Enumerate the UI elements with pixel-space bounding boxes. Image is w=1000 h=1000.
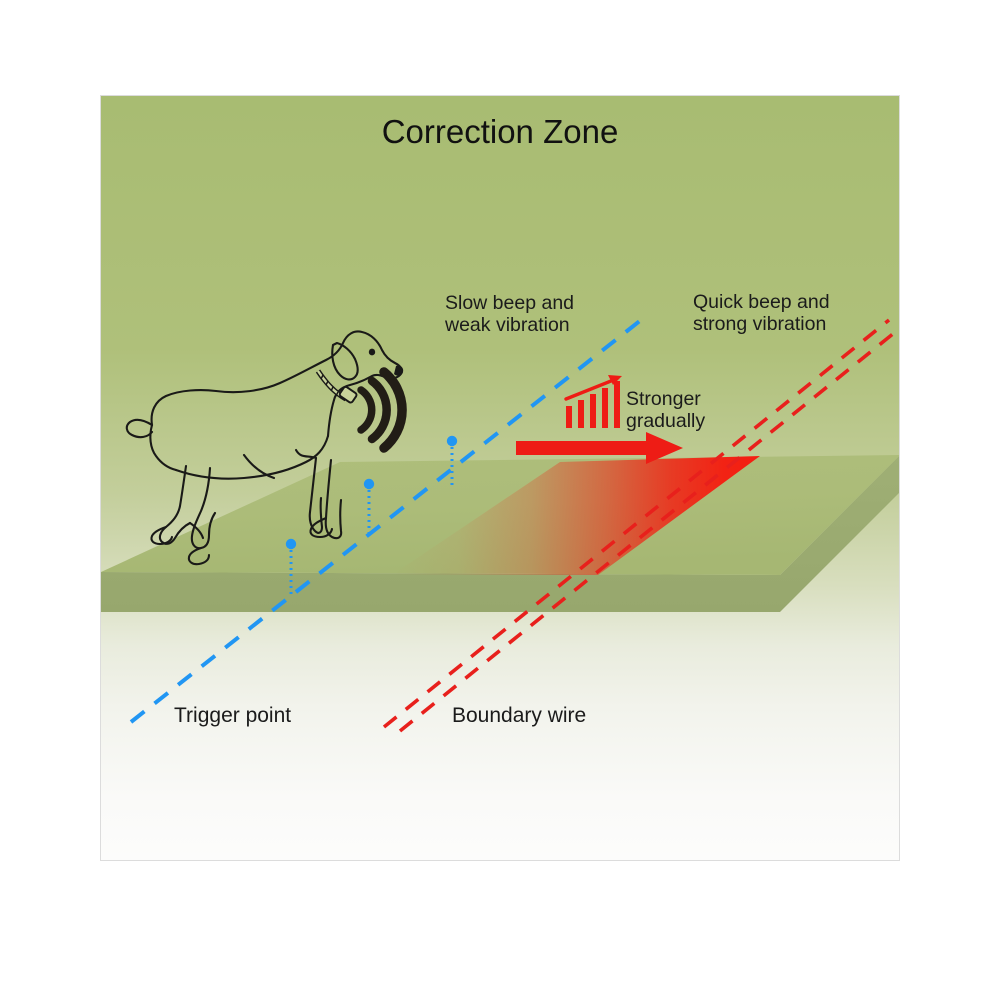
- label-quick-beep-line1: Quick beep and: [693, 291, 830, 313]
- correction-zone-area: [392, 456, 760, 575]
- dog-collar-icon: [315, 369, 358, 404]
- label-slow-beep-line2: weak vibration: [444, 314, 570, 336]
- boundary-wire-lines: [382, 318, 899, 733]
- trigger-point-markers: [285, 435, 458, 596]
- dog-eye: [368, 348, 376, 356]
- label-trigger-point: Trigger point: [174, 704, 291, 727]
- ground-slab-side: [101, 456, 899, 612]
- label-slow-beep-line1: Slow beep and: [445, 292, 574, 314]
- label-boundary-wire: Boundary wire: [452, 704, 586, 727]
- boundary-wire-line: [398, 327, 899, 733]
- signal-waves-icon: [357, 367, 407, 453]
- trigger-marker: [363, 478, 375, 536]
- diagram-frame: [100, 95, 900, 861]
- diagram-title: Correction Zone: [382, 113, 619, 150]
- bar-chart-trend-arrow-icon: [564, 375, 622, 401]
- trigger-marker: [446, 435, 458, 489]
- dog-nose: [394, 365, 404, 376]
- right-arrow-icon: [516, 432, 683, 464]
- boundary-wire-line: [382, 318, 891, 729]
- label-stronger-line1: Stronger: [626, 388, 701, 410]
- increasing-bar-chart-icon: [566, 381, 620, 428]
- trigger-point-line: [129, 318, 643, 724]
- collar-receiver: [338, 385, 358, 404]
- trigger-marker: [285, 538, 297, 596]
- label-stronger-line2: gradually: [626, 410, 705, 432]
- dog-outline-icon: [125, 330, 403, 566]
- label-quick-beep-line2: strong vibration: [693, 313, 826, 335]
